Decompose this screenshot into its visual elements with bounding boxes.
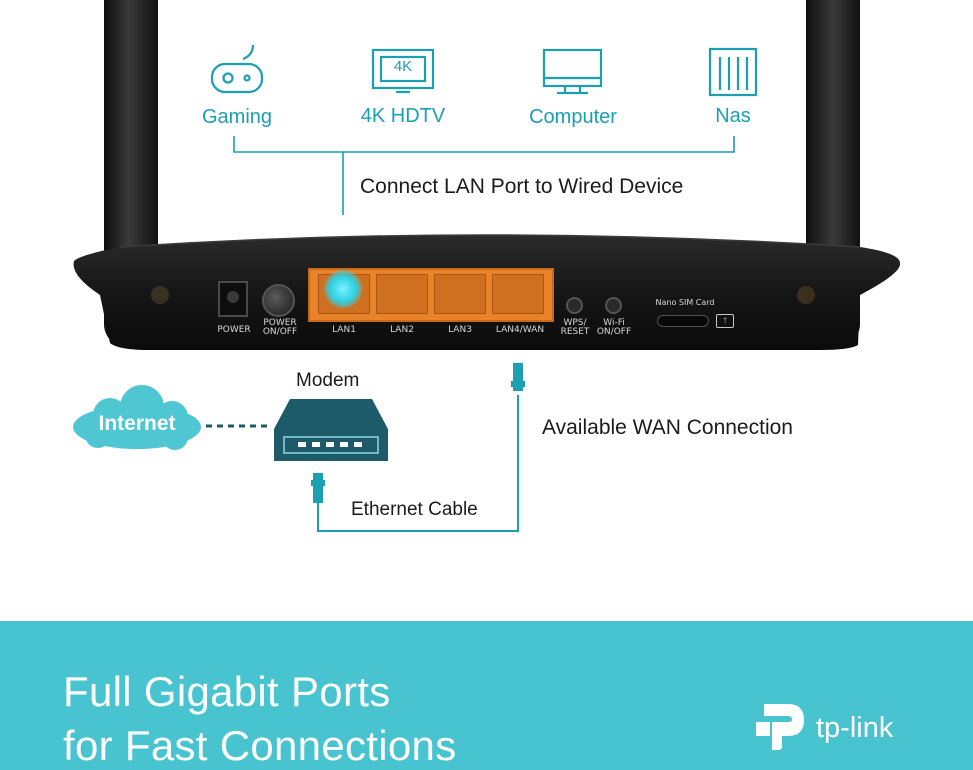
port-label-wps-reset: WPS/ RESET <box>560 318 590 337</box>
tp-link-logo-icon <box>756 704 804 750</box>
internet-label: Internet <box>98 412 176 435</box>
wifi-button-icon[interactable] <box>605 297 622 314</box>
power-jack-icon <box>218 281 248 317</box>
gamepad-icon <box>210 44 264 94</box>
sim-eject-icon: ↑ <box>716 314 734 328</box>
tv-4k-icon <box>371 48 435 94</box>
monitor-icon <box>542 48 603 95</box>
footer-headline-line2: for Fast Connections <box>63 722 457 769</box>
sim-label: Nano SIM Card <box>655 298 715 307</box>
port-label-power-onoff: POWER ON/OFF <box>262 318 298 337</box>
ethernet-cable <box>317 395 519 532</box>
port-label-lan2: LAN2 <box>390 325 414 335</box>
connection-layer <box>73 363 525 532</box>
power-jack-socket <box>227 291 239 303</box>
nas-icon <box>708 47 758 97</box>
modem-label: Modem <box>296 370 360 391</box>
cable-caption: Ethernet Cable <box>351 499 478 520</box>
port-label-lan4-wan: LAN4/WAN <box>495 325 545 335</box>
wan-caption: Available WAN Connection <box>542 416 793 439</box>
port-label-lan1: LAN1 <box>332 325 356 335</box>
cloud-icon <box>73 385 201 450</box>
rj45-plug-top-icon <box>511 363 525 391</box>
rj45-plug-bottom-icon <box>311 473 325 503</box>
device-label-computer: Computer <box>529 106 617 128</box>
device-bracket <box>233 136 735 215</box>
device-label-gaming: Gaming <box>201 106 273 128</box>
port-label-lan3: LAN3 <box>448 325 472 335</box>
lan4-wan-port[interactable] <box>492 274 544 314</box>
power-button-icon[interactable] <box>262 284 295 317</box>
tv-screen-text: 4K <box>393 58 413 75</box>
lan-caption: Connect LAN Port to Wired Device <box>360 175 684 198</box>
sim-slot[interactable] <box>657 315 709 327</box>
lan3-port[interactable] <box>434 274 486 314</box>
wps-button-icon[interactable] <box>566 297 583 314</box>
modem-icon <box>274 399 388 461</box>
brand-name: tp-link <box>816 712 894 744</box>
port-label-wifi-onoff: Wi-Fi ON/OFF <box>596 318 632 337</box>
device-label-hdtv: 4K HDTV <box>360 105 446 127</box>
lan1-highlight-glow <box>324 270 362 308</box>
device-icons-layer <box>210 44 758 215</box>
port-label-power: POWER <box>217 325 251 335</box>
footer-headline-line1: Full Gigabit Ports <box>63 668 391 715</box>
device-label-nas: Nas <box>715 105 751 127</box>
footer-banner <box>0 621 973 770</box>
lan2-port[interactable] <box>376 274 428 314</box>
